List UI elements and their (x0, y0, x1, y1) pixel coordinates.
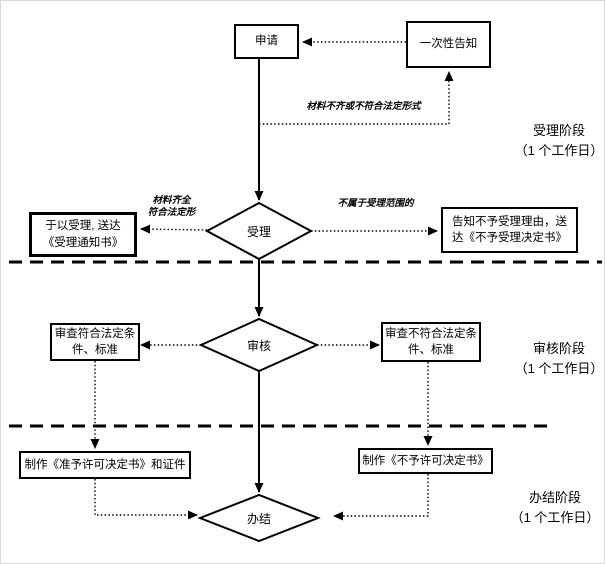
node-make-permit: 制作《准予许可决定书》和证件 (19, 451, 191, 479)
stage-name: 受理阶段 (532, 123, 585, 138)
node-make-denial: 制作《不予许可决定书》 (358, 448, 493, 474)
node-one-time-notice: 一次性告知 (406, 21, 491, 68)
stage-duration: （1 个工作日） (510, 510, 600, 526)
stage-label-accept: 受理阶段 （1 个工作日） (513, 121, 604, 161)
decision-complete-label: 办结 (246, 511, 271, 526)
edge-make-denial-to-complete (333, 474, 429, 521)
stage-name: 审核阶段 (532, 341, 585, 356)
accept-diamond-shape (204, 201, 314, 261)
stage-duration: （1 个工作日） (514, 361, 604, 377)
node-accept-yes: 于以受理, 送达 《受理通知书》 (29, 212, 137, 257)
node-accept-no: 告知不予受理理由，送 达《不予受理决定书》 (441, 207, 578, 253)
stage-duration: （1 个工作日） (514, 143, 604, 159)
decision-accept-label: 受理 (246, 224, 271, 239)
review-diamond-shape (198, 317, 320, 373)
edge-label-out-of-scope: 不属于受理范围的 (337, 198, 414, 209)
stage-name: 办结阶段 (528, 490, 581, 505)
node-review-pass: 审查符合法定条 件、标准 (50, 323, 140, 361)
stage-label-review: 审核阶段 （1 个工作日） (513, 339, 604, 379)
decision-review-label: 审核 (246, 338, 271, 353)
node-apply: 申请 (234, 24, 299, 59)
edge-accept-to-accept-yes (140, 224, 208, 234)
edge-label-materials-ok: 材料齐全 符合法定形 (147, 195, 196, 219)
edge-make-permit-to-complete (94, 479, 198, 520)
edge-accept-to-notice-feedback (259, 71, 454, 125)
complete-diamond-shape (197, 493, 321, 543)
edge-label-materials-incomplete: 材料不齐或不符合法定形式 (306, 101, 421, 112)
node-review-fail: 审查不符合法定条 件、标准 (381, 322, 481, 362)
stage-label-complete: 办结阶段 （1 个工作日） (509, 488, 601, 528)
